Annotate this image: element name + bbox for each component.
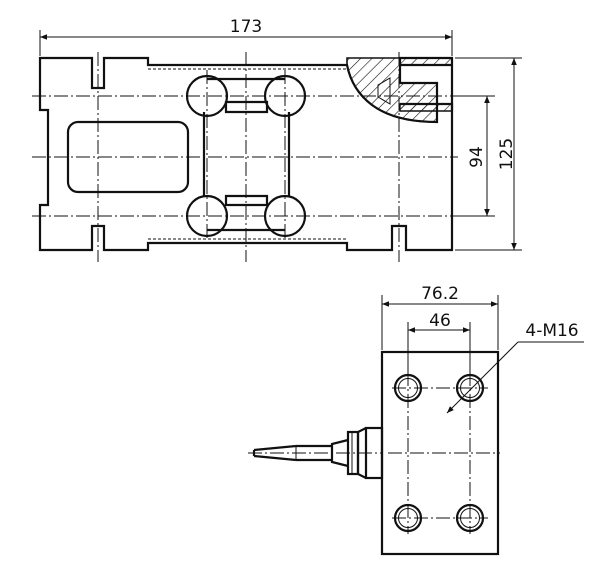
bottom-view: 76.2 46 4-M16: [248, 284, 584, 556]
section-hatch: [346, 57, 438, 123]
cable: [252, 444, 332, 462]
thread-leader: [446, 341, 519, 414]
top-view: 173 94 125: [32, 17, 522, 262]
thread-callout-label: 4-M16: [525, 321, 578, 341]
thread-bore: [400, 63, 454, 111]
drill-tip: [377, 77, 391, 105]
dim-height-label: 125: [497, 138, 517, 170]
dim-length-label: 173: [230, 17, 262, 37]
dim-width-label: 76.2: [421, 284, 459, 304]
dim-hole-spacing-label: 46: [429, 311, 451, 331]
dim-hole-spacing-label: 94: [467, 146, 487, 168]
